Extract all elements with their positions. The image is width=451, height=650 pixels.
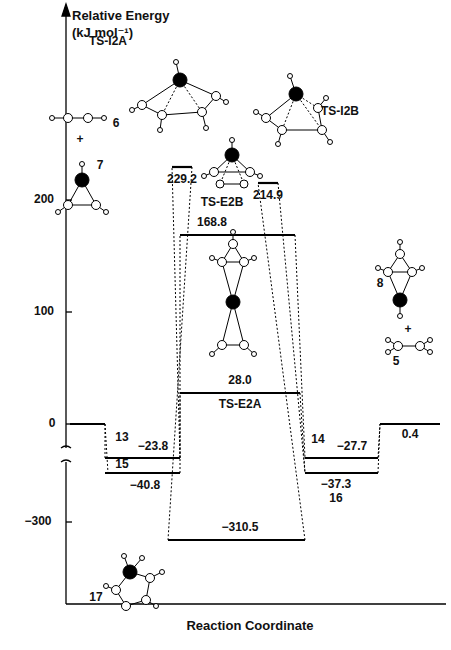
state-name: TS-E2A (219, 398, 262, 411)
axis-title: Relative Energy (72, 9, 170, 23)
plus-sign: + (76, 133, 83, 146)
energy-value: −40.8 (130, 479, 160, 492)
plus-sign: + (404, 323, 411, 336)
energy-value: 168.8 (197, 216, 227, 229)
state-name: TS-I2B (321, 105, 359, 118)
energy-value: 0.4 (402, 428, 419, 441)
compound-number: 14 (311, 433, 324, 446)
tick-label: 200 (34, 193, 54, 206)
energy-value: 214.9 (253, 189, 283, 202)
tick-label: 100 (34, 305, 54, 318)
energy-value: −37.3 (321, 478, 351, 491)
state-name: TS-I2A (89, 35, 127, 48)
compound-number: 5 (393, 355, 400, 368)
compound-number: 16 (329, 492, 342, 505)
tick-label: −300 (24, 515, 51, 528)
energy-value: 28.0 (228, 374, 251, 387)
energy-value: −23.8 (138, 440, 168, 453)
compound-number: 8 (377, 277, 384, 290)
compound-number: 13 (115, 431, 128, 444)
state-name: TS-E2B (201, 196, 244, 209)
energy-value: −310.5 (221, 521, 258, 534)
axis-label: Reaction Coordinate (186, 619, 313, 633)
energy-value: −27.7 (337, 440, 367, 453)
compound-number: 15 (115, 458, 128, 471)
tick-label: 0 (49, 417, 56, 430)
energy-value: 229.2 (167, 173, 197, 186)
compound-number: 6 (113, 117, 120, 130)
compound-number: 7 (97, 159, 104, 172)
compound-number: 17 (89, 591, 102, 604)
